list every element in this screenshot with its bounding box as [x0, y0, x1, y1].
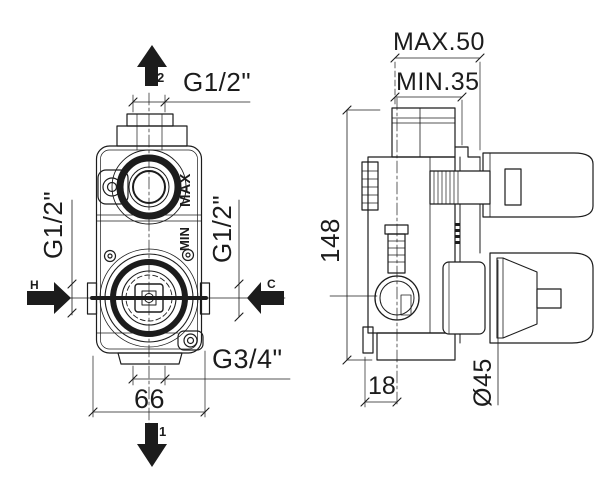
flow-up-arrow-icon — [137, 45, 167, 86]
hot-label: H — [30, 278, 39, 292]
body-marking-max: MAX — [177, 174, 194, 207]
line-work — [67, 53, 594, 429]
front-left-lug — [97, 169, 129, 205]
solid-shapes — [27, 45, 461, 467]
cold-label: C — [267, 277, 276, 291]
flow-down-arrow-icon — [137, 423, 167, 467]
hot-inlet-arrow-icon — [27, 282, 71, 314]
side-cartridge-stem — [384, 224, 409, 274]
front-bottom-port — [117, 352, 183, 365]
side-lower-knob — [442, 252, 594, 344]
side-view — [329, 53, 594, 408]
dim-label-g12-top: G1/2" — [183, 67, 251, 97]
dim-label-offset-18: 18 — [368, 372, 396, 400]
dim-label-width-66: 66 — [134, 384, 165, 414]
side-upper-knob — [429, 152, 594, 218]
front-upper-port-circle — [111, 149, 187, 225]
side-lower-boss — [362, 326, 374, 354]
cold-inlet-arrow-icon — [247, 282, 284, 314]
front-left-inlet-boss — [86, 282, 98, 315]
body-marking-min: MIN — [177, 227, 192, 251]
dim-label-g12-left: G1/2" — [38, 191, 68, 259]
side-body — [367, 156, 456, 361]
dim-label-max-depth: MAX.50 — [393, 28, 485, 56]
labels: G1/2" G1/2" G1/2" G3/4" 66 2 1 H C MAX M… — [30, 28, 497, 439]
side-outlet-circle — [374, 275, 420, 321]
front-right-inlet-boss — [199, 282, 211, 315]
dim-label-g12-right: G1/2" — [207, 195, 237, 263]
front-bottom-lug — [177, 330, 204, 351]
outlet-number-1: 1 — [159, 424, 166, 439]
front-view — [67, 92, 291, 429]
plate-thread-marks — [455, 223, 461, 244]
side-upper-inlet-boss — [361, 161, 379, 211]
side-dimension-lines — [342, 53, 499, 408]
front-dim-ticks — [67, 97, 244, 417]
dim-label-g34-bottom: G3/4" — [212, 344, 283, 374]
front-screw-right — [181, 248, 195, 262]
front-cartridge — [90, 248, 208, 348]
side-dim-ticks — [342, 53, 485, 407]
dim-label-height-148: 148 — [315, 218, 345, 263]
dim-label-min-depth: MIN.35 — [396, 68, 480, 96]
outlet-number-2: 2 — [157, 70, 164, 85]
front-dimension-lines — [67, 94, 291, 418]
front-screw-left — [103, 249, 117, 263]
dim-label-knob-diameter: Ø45 — [469, 358, 497, 407]
side-top-port — [391, 107, 456, 158]
front-top-port — [116, 113, 188, 151]
